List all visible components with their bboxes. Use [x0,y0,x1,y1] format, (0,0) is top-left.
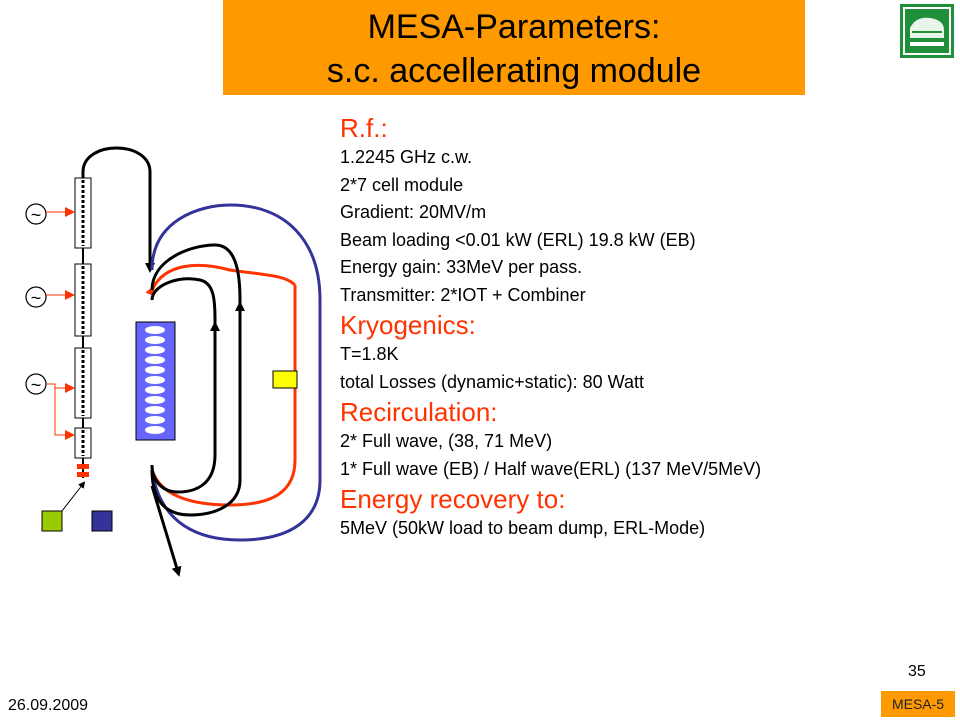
transfer-arc [81,146,155,273]
yellow-element [272,370,298,389]
kryo-heading: Kryogenics: [340,310,476,340]
recirc-heading: Recirculation: [340,397,498,427]
source-box-navy [91,510,113,532]
rf-line: Transmitter: 2*IOT + Combiner [340,284,586,305]
main-linac-module [135,321,176,441]
title-banner: MESA-Parameters: s.c. accellerating modu… [223,0,805,95]
parameters-text: R.f.: 1.2245 GHz c.w. 2*7 cell module Gr… [340,112,940,543]
injector-cavity-2 [74,263,92,337]
recirc-line: 2* Full wave, (38, 71 MeV) [340,431,553,451]
rf-source-1: ~ [25,203,47,225]
rf-line: 2*7 cell module [340,174,464,195]
outer-recirculation-loop [150,203,322,542]
svg-text:~: ~ [31,288,42,308]
injector-element [77,464,89,469]
rf-feed-line [46,383,75,393]
injector-cavity-4 [74,427,92,459]
slide-date: 26.09.2009 [8,697,89,714]
title-line-2: s.c. accellerating module [326,52,702,90]
rf-line: Gradient: 20MV/m [340,202,487,222]
rf-line: Energy gain: 33MeV per pass. [340,257,583,277]
energy-line: 5MeV (50kW load to beam dump, ERL-Mode) [340,518,706,538]
kryo-line: T=1.8K [340,344,399,364]
extraction-arrow [150,485,182,577]
red-recirculation-top [145,264,297,297]
energy-heading: Energy recovery to: [340,484,566,514]
rf-source-3: ~ [25,373,47,395]
injection-arrow [61,481,86,512]
page-number: 35 [908,663,926,680]
injector-element-2 [77,472,89,477]
source-box-green [41,510,63,532]
accelerator-schematic: ~ ~ ~ [25,146,322,577]
rf-feed-line [54,384,75,440]
slide-tag: MESA-5 [881,691,955,717]
rf-heading: R.f.: [340,113,388,143]
recirc-loop-2 [150,243,242,517]
rf-source-2: ~ [25,286,47,308]
svg-text:~: ~ [31,205,42,225]
recirc-line: 1* Full wave (EB) / Half wave(ERL) (137 … [340,458,762,479]
injector-cavity-1 [74,177,92,249]
svg-text:~: ~ [31,375,42,395]
rf-line: Beam loading <0.01 kW (ERL) 19.8 kW (EB) [340,229,696,250]
kryo-line: total Losses (dynamic+static): 80 Watt [340,371,644,392]
rf-line: 1.2245 GHz c.w. [340,147,473,167]
injector-cavity-3 [74,347,92,419]
mami-logo-icon [900,4,954,58]
title-line-1: MESA-Parameters: [367,8,661,46]
